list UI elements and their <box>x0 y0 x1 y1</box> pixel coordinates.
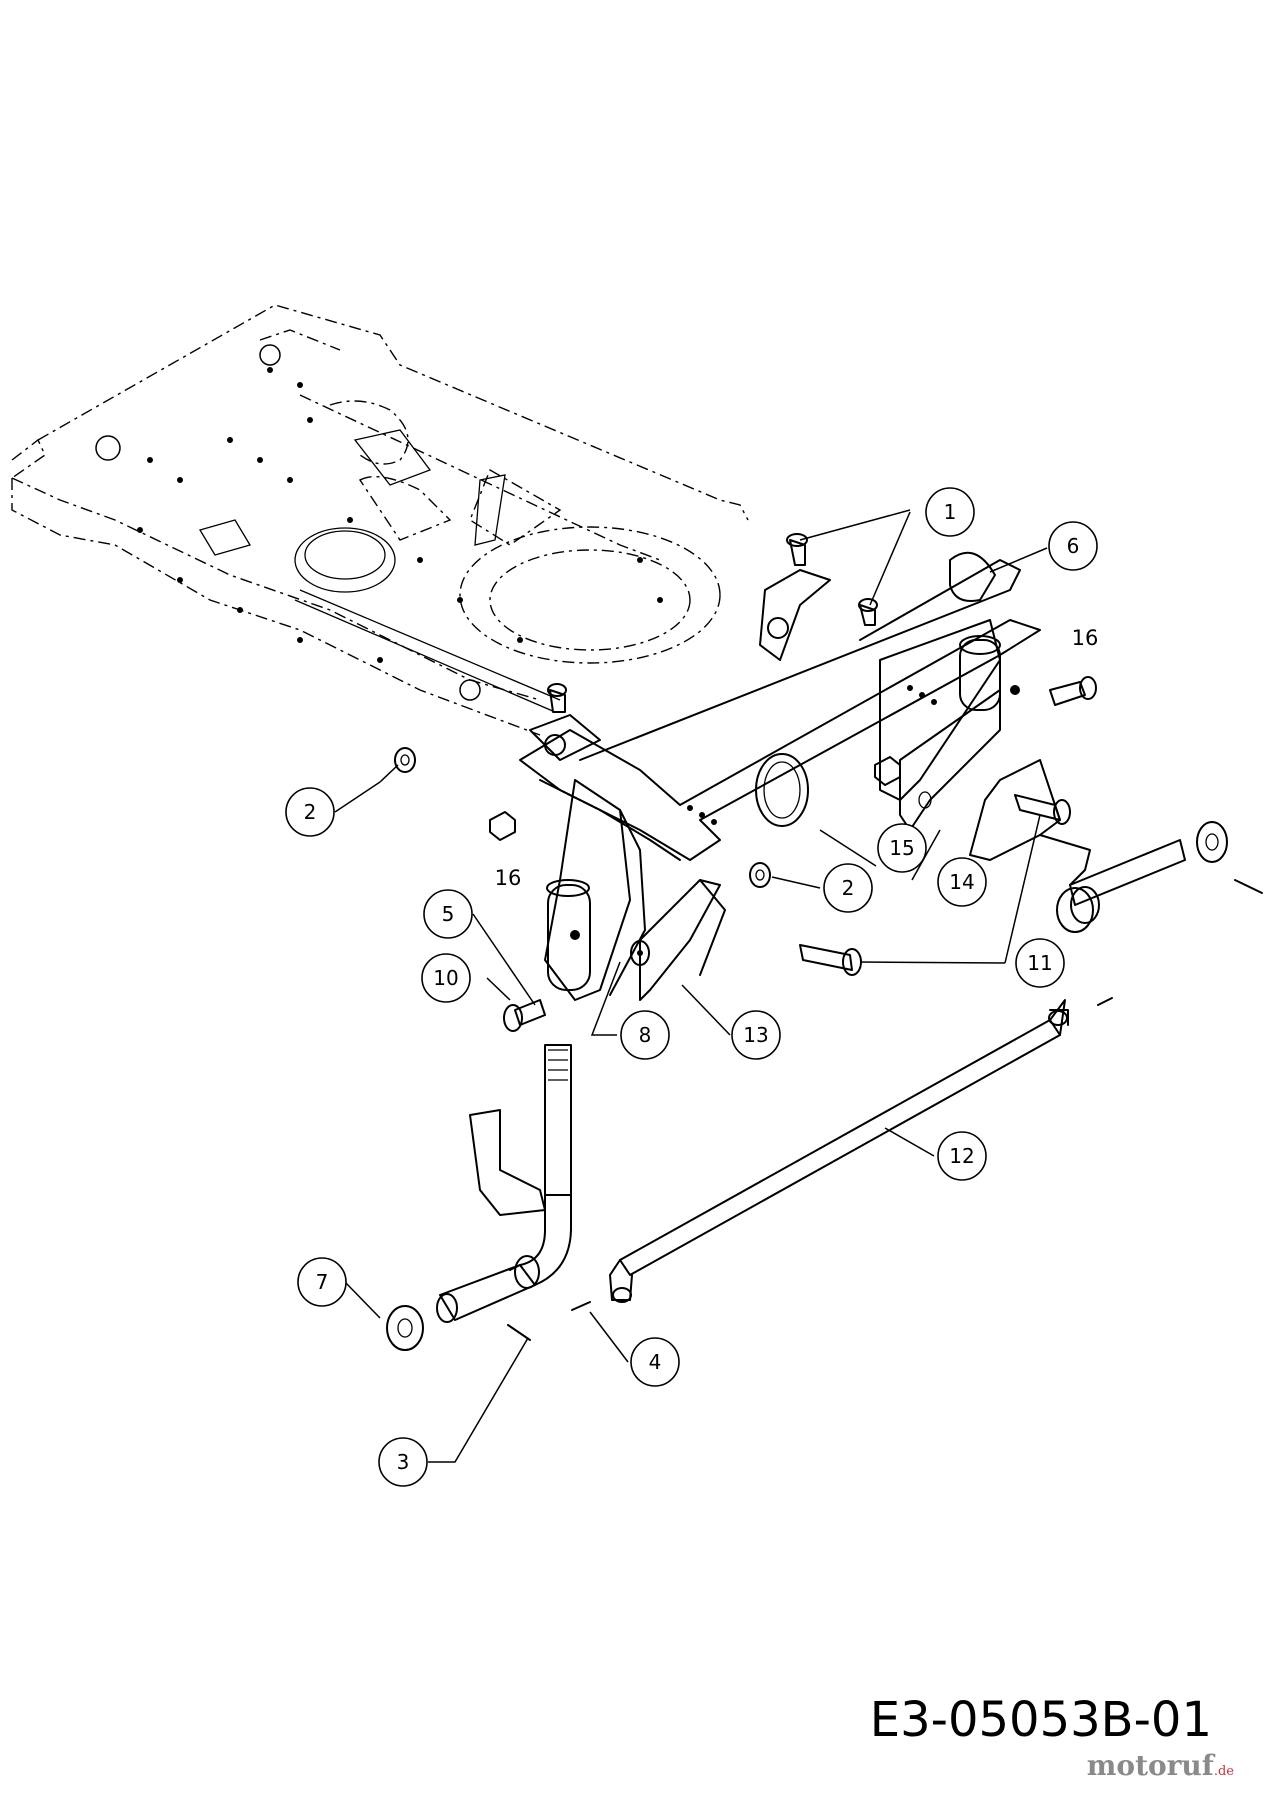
svg-text:5: 5 <box>442 902 455 926</box>
callout-3: 3 <box>378 1437 428 1487</box>
axle-holes <box>687 685 937 825</box>
left-spindle-bracket <box>544 779 646 1001</box>
svg-text:14: 14 <box>949 870 974 894</box>
tie-rod-part-12 <box>609 999 1069 1303</box>
drawing-code: E3-05053B-01 <box>869 1692 1212 1748</box>
svg-text:13: 13 <box>743 1023 768 1047</box>
svg-text:15: 15 <box>889 836 914 860</box>
callouts: 1 6 2 2 15 14 11 5 <box>285 487 1099 1487</box>
svg-text:12: 12 <box>949 1144 974 1168</box>
label-16-left: 16 <box>495 866 522 890</box>
callout-11: 11 <box>1015 938 1065 988</box>
right-spindle <box>969 759 1186 933</box>
svg-text:4: 4 <box>649 1350 662 1374</box>
frame-holes <box>95 344 663 701</box>
watermark-logo: motoruf.de <box>1087 1749 1234 1782</box>
callout-6: 6 <box>1048 521 1098 571</box>
callout-2-right: 2 <box>823 863 873 913</box>
bushing-part-15 <box>755 753 809 827</box>
callout-15: 15 <box>877 823 927 873</box>
callout-14: 14 <box>937 857 987 907</box>
callout-2-left: 2 <box>285 787 335 837</box>
front-axle <box>519 559 1041 861</box>
chassis-frame <box>11 304 749 736</box>
leader-lines <box>334 509 1048 1463</box>
svg-text:2: 2 <box>304 800 317 824</box>
label-16-right: 16 <box>1072 626 1099 650</box>
steering-arm-part-13 <box>639 879 726 1001</box>
svg-text:6: 6 <box>1067 534 1080 558</box>
svg-text:2: 2 <box>842 876 855 900</box>
svg-text:3: 3 <box>397 1450 410 1474</box>
callout-1: 1 <box>925 487 975 537</box>
callout-13: 13 <box>731 1010 781 1060</box>
watermark-suffix: .de <box>1213 1764 1234 1779</box>
steering-arm-part-14 <box>899 689 1001 831</box>
hardware <box>386 533 1263 1351</box>
callout-10: 10 <box>421 953 471 1003</box>
svg-text:1: 1 <box>944 500 957 524</box>
watermark-brand: motoruf <box>1086 1749 1214 1782</box>
callout-7: 7 <box>297 1257 347 1307</box>
svg-text:7: 7 <box>316 1270 329 1294</box>
svg-text:10: 10 <box>433 966 458 990</box>
callout-8: 8 <box>620 1010 670 1060</box>
svg-text:11: 11 <box>1027 951 1052 975</box>
callout-4: 4 <box>630 1337 680 1387</box>
callout-12: 12 <box>937 1131 987 1181</box>
svg-text:8: 8 <box>639 1023 652 1047</box>
left-spindle <box>436 1044 572 1323</box>
right-spindle-bracket <box>879 619 1020 801</box>
callout-5: 5 <box>423 889 473 939</box>
